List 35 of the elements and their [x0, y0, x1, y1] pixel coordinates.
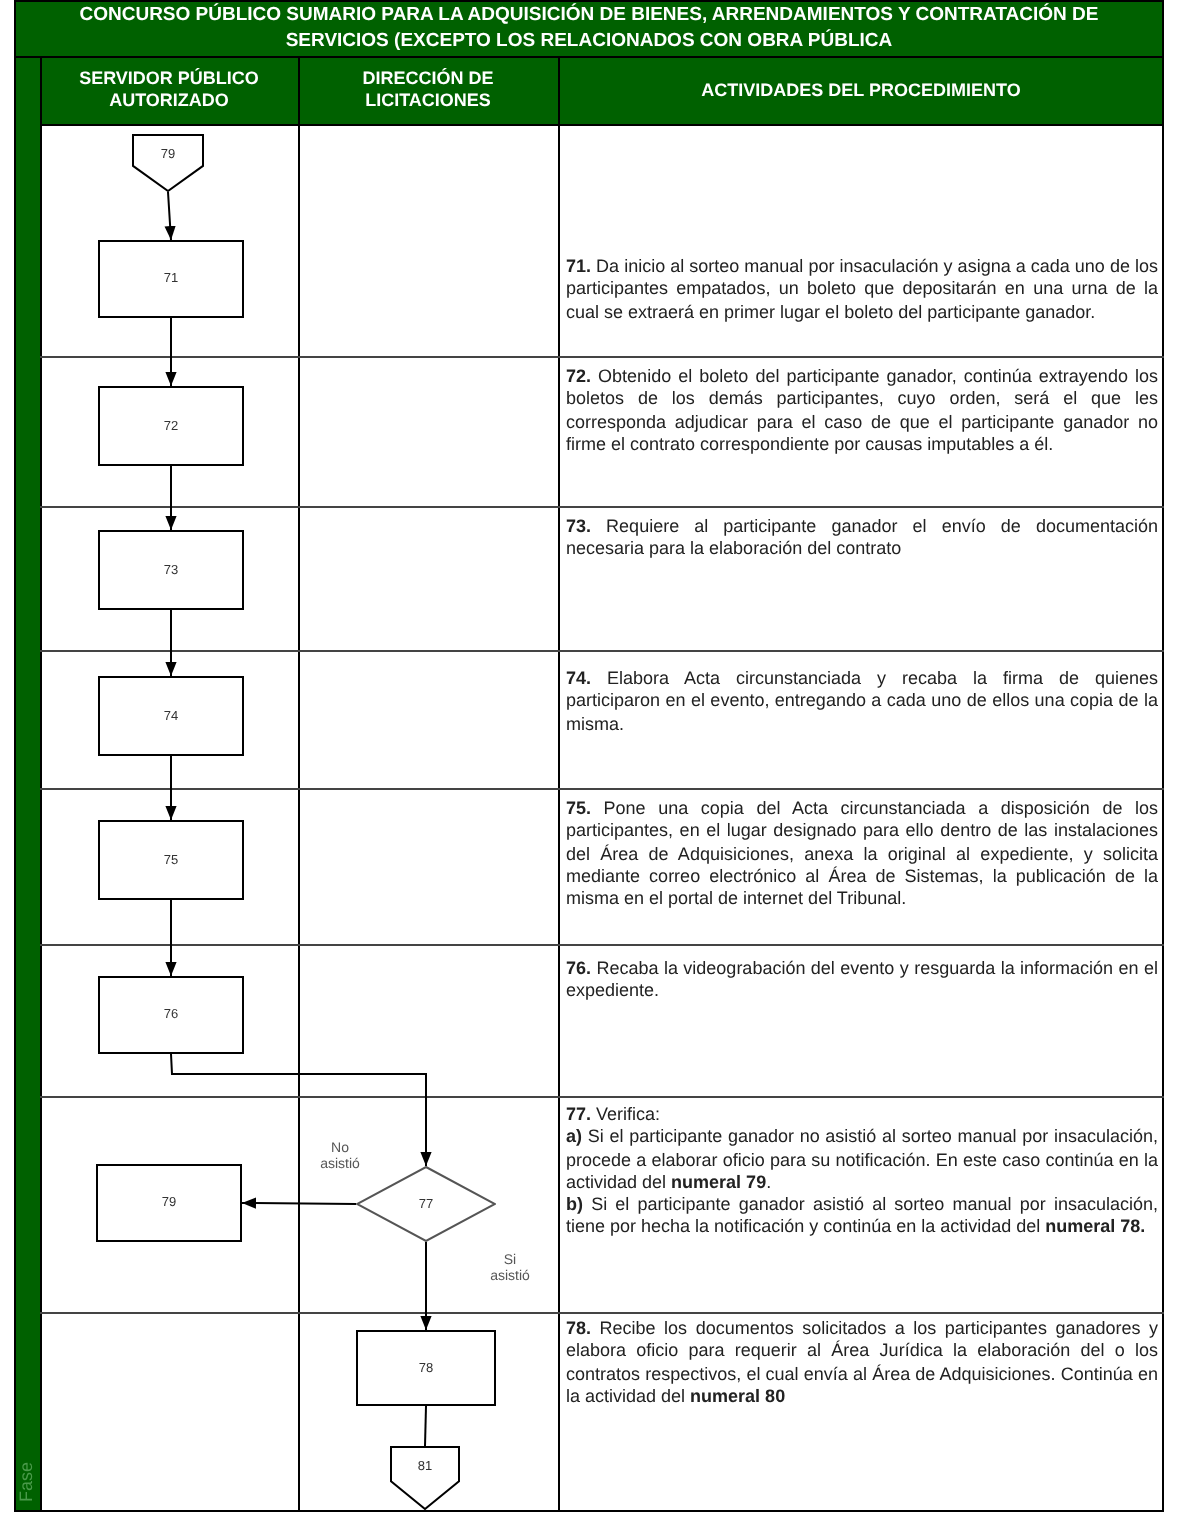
activity-text: 76. Recaba la videograbación del evento y resguarda la información en el expediente. [566, 958, 1158, 1004]
activity-text: 75. Pone una copia del Acta circunstanciada a disposición de los participantes, en el lugar designado para ello dentro de las instalaciones del Área de Adquisiciones, anexa la original al expediente, y solicita mediante correo electrónico al Área de Sistemas, la publicación de la misma en el portal de internet del Tribunal. [566, 798, 1158, 911]
arrow [170, 1053, 432, 1167]
column-header: SERVIDOR PÚBLICO AUTORIZADO [77, 66, 261, 114]
column-header: DIRECCIÓN DE LICITACIONES [360, 66, 496, 114]
arrow [420, 1241, 432, 1331]
activity-text: 71. Da inicio al sorteo manual por insaculación y asigna a cada uno de los participantes empatados, un boleto que depositarán en una urna de la cual se extraerá en primer lugar el boleto del participante ganador. [566, 256, 1158, 324]
off-page-connector [132, 134, 204, 192]
process-box [98, 676, 244, 756]
arrow [241, 1197, 357, 1209]
process-box [98, 240, 244, 318]
arrow [165, 317, 177, 387]
process-box [98, 820, 244, 900]
process-box [98, 976, 244, 1054]
process-box [98, 386, 244, 466]
activity-text: b) Si el participante ganador asistió al sorteo manual por insaculación, tiene por hecha la notificación y continúa en la actividad del numeral 78. [566, 1194, 1158, 1240]
arrow [165, 609, 177, 677]
title-banner: CONCURSO PÚBLICO SUMARIO PARA LA ADQUISICIÓN DE BIENES, ARRENDAMIENTOS Y CONTRATACIÓN DE SERVICIOS (EXCEPTO LOS RELACIONADOS CON OBRA PÚBLICA [14, 0, 1164, 56]
process-box [98, 530, 244, 610]
activity-text: 77. Verifica: [566, 1104, 663, 1127]
column-header: ACTIVIDADES DEL PROCEDIMIENTO [699, 77, 1023, 103]
activity-text: 78. Recibe los documentos solicitados a los participantes ganadores y elabora oficio para requerir al Área Jurídica la elaboración del o los contratos respectivos, el cual envía al Área de Adquisiciones. Continúa en la actividad del numeral 80 [566, 1318, 1158, 1409]
arrow [164, 191, 176, 241]
activity-text: 73. Requiere al participante ganador el envío de documentación necesaria para la elaboración del contrato [566, 516, 1158, 562]
phase-label: Fase [16, 1460, 38, 1506]
activity-text: 72. Obtenido el boleto del participante ganador, continúa extrayendo los boletos de los demás participantes, cuyo orden, será el que les corresponda adjudicar para el caso de que el participante ganador no firme el contrato correspondiente por causas imputables a él. [566, 366, 1158, 457]
process-box [356, 1330, 496, 1406]
decision-diamond [356, 1166, 496, 1242]
arrow [165, 899, 177, 977]
process-box [96, 1164, 242, 1242]
arrow [165, 755, 177, 821]
activity-text: 74. Elabora Acta circunstanciada y recaba la firma de quienes participaron en el evento, entregando a cada uno de ellos una copia de la misma. [566, 668, 1158, 736]
activity-text: a) Si el participante ganador no asistió al sorteo manual por insaculación, procede a elaborar oficio para su notificación. En este caso continúa en la actividad del numeral 79. [566, 1126, 1158, 1195]
off-page-connector [390, 1446, 460, 1510]
arrow [165, 465, 177, 531]
